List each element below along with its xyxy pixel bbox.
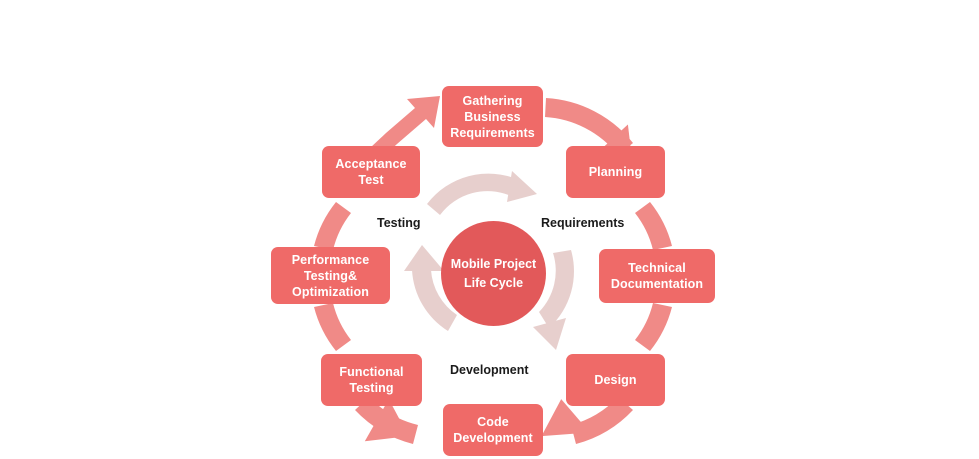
- outer-arrow-acceptance-to-gathering: [370, 96, 440, 159]
- stage-line: Testing&: [303, 268, 358, 283]
- inner-arrow-testing: [404, 245, 457, 331]
- inner-arrow-development: [533, 250, 574, 350]
- stage-line: Optimization: [292, 284, 369, 299]
- phase-label-development: Development: [450, 363, 529, 377]
- stage-label-code-development: Code Development: [449, 414, 537, 446]
- stage-label-planning: Planning: [572, 164, 659, 180]
- stage-label-acceptance-test: Acceptance Test: [328, 156, 414, 188]
- outer-arrow-performance-testing-to-acceptance-test: [314, 202, 351, 250]
- stage-label-technical-documentation: Technical Documentation: [605, 260, 709, 292]
- stage-box-technical-documentation[interactable]: Technical Documentation: [599, 249, 715, 303]
- hub-line: Mobile Project: [450, 256, 537, 271]
- stage-line: Gathering: [462, 93, 523, 108]
- center-hub-circle: Mobile Project Life Cycle: [441, 221, 546, 326]
- stage-line: Functional: [339, 365, 404, 379]
- outer-arrow-code-development-to-functional-testing: [355, 397, 418, 444]
- outer-arrow-technical-documentation-to-design: [635, 303, 672, 351]
- hub-line: Life Cycle: [463, 275, 524, 290]
- center-hub-label: Mobile Project Life Cycle: [441, 255, 546, 293]
- stage-label-functional-testing: Functional Testing: [327, 364, 416, 396]
- stage-line: Test: [358, 173, 384, 187]
- stage-box-gathering-business-requirements[interactable]: Gathering Business Requirements: [442, 86, 543, 147]
- stage-line: Development: [453, 431, 533, 445]
- stage-line: Design: [594, 373, 637, 387]
- stage-line: Planning: [588, 165, 643, 179]
- outer-arrow-functional-testing-to-performance-testing: [314, 303, 351, 351]
- stage-line: Acceptance: [335, 157, 407, 171]
- outer-arrow-planning-to-technical-documentation: [635, 202, 672, 250]
- stage-line: Code: [477, 415, 509, 429]
- stage-line: Technical: [628, 261, 686, 275]
- stage-line: Documentation: [610, 277, 704, 291]
- stage-box-design[interactable]: Design: [566, 354, 665, 406]
- stage-box-planning[interactable]: Planning: [566, 146, 665, 198]
- outer-arrow-design-to-code-development: [541, 397, 633, 444]
- stage-box-performance-testing-optimization[interactable]: Performance Testing& Optimization: [271, 247, 390, 304]
- phase-label-testing: Testing: [377, 216, 421, 230]
- stage-box-acceptance-test[interactable]: Acceptance Test: [322, 146, 420, 198]
- inner-phase-arrows: [404, 171, 574, 350]
- stage-line: Performance: [291, 252, 370, 267]
- stage-label-gathering-business-requirements: Gathering Business Requirements: [448, 93, 537, 141]
- stage-label-design: Design: [572, 372, 659, 388]
- stage-line: Testing: [349, 381, 394, 395]
- stage-box-functional-testing[interactable]: Functional Testing: [321, 354, 422, 406]
- stage-line: Requirements: [450, 125, 535, 140]
- phase-label-requirements: Requirements: [541, 216, 625, 230]
- stage-box-code-development[interactable]: Code Development: [443, 404, 543, 456]
- stage-label-performance-testing-optimization: Performance Testing& Optimization: [277, 252, 384, 300]
- stage-line: Business: [464, 109, 521, 124]
- inner-arrow-requirements: [427, 171, 537, 215]
